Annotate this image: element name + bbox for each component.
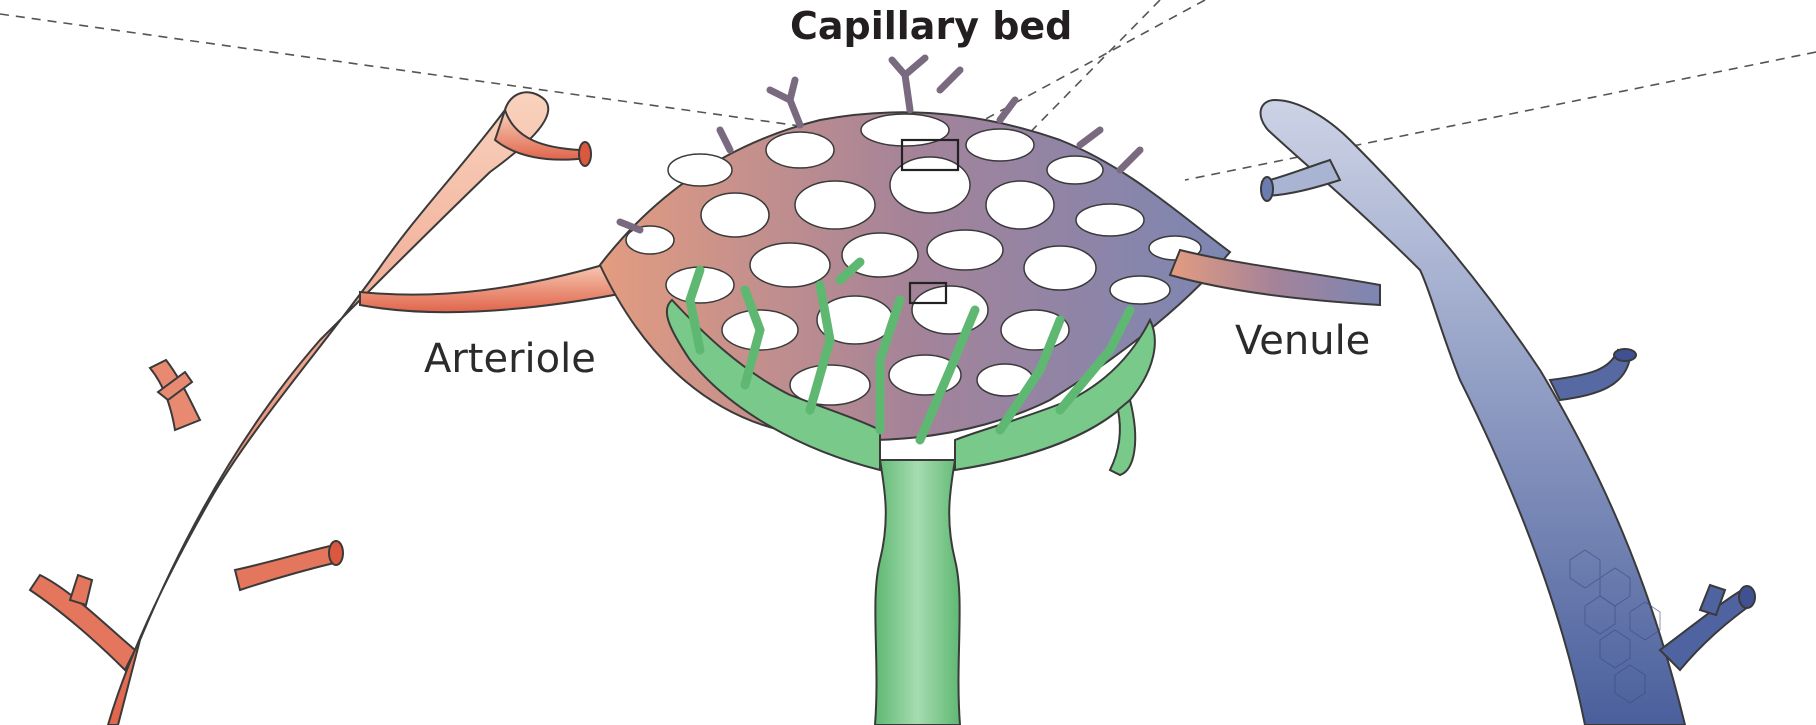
arteriole-label: Arteriole	[424, 336, 596, 382]
venule-vessel	[1261, 100, 1755, 725]
arteriole-vessel	[30, 92, 640, 725]
capillary-bed-label: Capillary bed	[790, 4, 1072, 48]
venule-label: Venule	[1235, 318, 1370, 364]
